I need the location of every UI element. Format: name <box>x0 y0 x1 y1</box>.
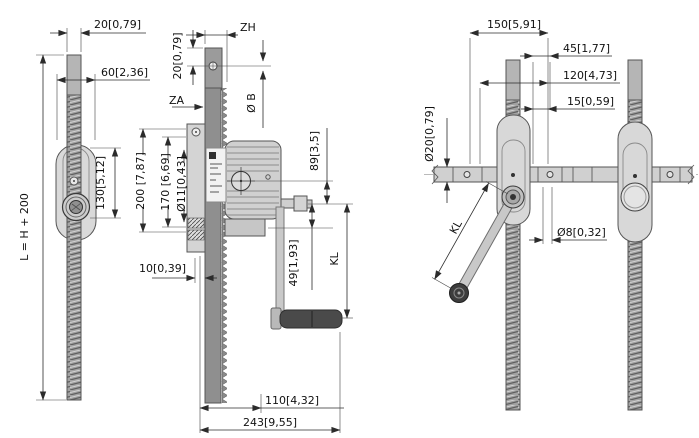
back-plate-hole-center <box>195 131 197 133</box>
dim-label-total-depth: 243[9,55] <box>243 416 297 429</box>
dim-total-depth: 243[9,55] <box>199 332 341 434</box>
nameplate-logo-mark <box>209 152 216 159</box>
dim-label-hole-offset: 20[0,79] <box>171 32 184 79</box>
dim-plate-width: 60[2,36] <box>56 66 150 140</box>
dim-label-offset-45: 45[1,77] <box>563 42 610 55</box>
center-view-side: ZH 20[0,79] ZA Ø B <box>134 21 353 434</box>
right-rod1-plain <box>505 59 521 101</box>
dim-label-offset-120: 120[4,73] <box>563 69 617 82</box>
dim-depth-to-rack: 110[4,32] <box>199 256 344 433</box>
rack-top-hole-cross <box>209 62 217 70</box>
dim-slot-length: 130[5,12] <box>90 147 121 219</box>
dim-crank-offset: 49[1,93] <box>287 203 316 290</box>
tube-break-left <box>431 164 439 185</box>
plate-section-hatch-1 <box>187 217 205 229</box>
plate1-tube-bolt <box>511 173 515 177</box>
dim-total-length: L = H + 200 <box>18 54 66 401</box>
dim-plate-height: 200 [7,87] <box>134 128 186 233</box>
housing-lower-block <box>224 218 266 237</box>
dim-label-crank-offset: 49[1,93] <box>287 239 300 286</box>
dim-label-slot-length: 130[5,12] <box>94 156 107 210</box>
dim-mount-hole-dia: Ø11[0,43] <box>175 149 188 223</box>
dim-label-hole-dia: Ø B <box>245 93 258 113</box>
dim-plate-offset: 10[0,39] <box>139 258 217 283</box>
dim-hole-offset: 20[0,79] <box>171 30 208 85</box>
left-view-front: L = H + 200 20[0,79] 60[2,36] <box>18 18 150 401</box>
plate-section-hatch-2 <box>187 229 205 241</box>
right-plate1-slot <box>501 139 526 213</box>
dim-label-mount-hole-dia: Ø11[0,43] <box>175 156 188 212</box>
right-plate2 <box>617 121 653 243</box>
dim-crank-length-side: KL <box>328 203 353 319</box>
left-rod-threaded <box>66 94 82 401</box>
plate2-pivot-hole-inner <box>623 185 647 209</box>
dim-label-axis-distance: 89[3,5] <box>308 131 321 171</box>
dim-offset-45: 45[1,77] <box>520 42 612 60</box>
crank-knob-center <box>457 291 461 295</box>
dim-label-pin-dia: Ø8[0,32] <box>557 226 606 239</box>
rack-bar <box>204 87 222 404</box>
crank-pivot-center <box>510 194 516 200</box>
dim-label-kl-front: KL <box>447 218 465 237</box>
right-view-assembly: KL 150[5,91] 45[1,77] 120[4,73] 15[0,59] <box>423 18 698 411</box>
dim-tube-dia: Ø20[0,79] <box>423 106 451 203</box>
nameplate-text-lines <box>210 163 222 193</box>
label-rack-za: ZA <box>169 94 204 111</box>
crank-arm-side <box>275 206 285 312</box>
plate2-pivot-hole <box>620 182 650 212</box>
dim-label-kl-side: KL <box>328 251 341 265</box>
tube-clamp-ticks <box>452 167 681 182</box>
dim-label-plate-height: 200 [7,87] <box>134 152 147 210</box>
cross-tube <box>433 166 693 183</box>
dim-pin-dia: Ø8[0,32] <box>529 187 607 244</box>
dim-label-rod-width: 20[0,79] <box>94 18 141 31</box>
dim-label-post-spacing: 150[5,91] <box>487 18 541 31</box>
housing-nameplate <box>205 147 227 203</box>
crank-shaft-collar <box>293 195 308 212</box>
right-rod2-plain <box>627 59 643 101</box>
dim-label-offset-15: 15[0,59] <box>567 95 614 108</box>
dim-label-tube-dia: Ø20[0,79] <box>423 106 436 162</box>
crank-knob-ring <box>453 287 465 299</box>
plate2-tube-bolt <box>633 174 637 178</box>
dim-label-za: ZA <box>169 94 185 107</box>
dim-offset-120: 120[4,73] <box>479 69 620 87</box>
dim-label-depth-to-rack: 110[4,32] <box>265 394 319 407</box>
housing-cooling-ribs <box>227 146 279 216</box>
dim-hole-dia-b: Ø B <box>217 40 271 128</box>
dim-label-slot-spacing: 170 [6,69] <box>159 153 172 211</box>
left-bearing <box>61 192 91 222</box>
housing-bolt <box>265 174 271 180</box>
rack-teeth <box>221 88 227 403</box>
right-extension-lines <box>469 38 551 164</box>
tube-bolts <box>463 171 674 178</box>
dim-slot-spacing: 170 [6,69] <box>159 136 186 228</box>
tube-break-right <box>687 164 695 185</box>
left-plate-small-hole-center <box>73 180 75 182</box>
dim-label-plate-offset: 10[0,39] <box>139 262 186 275</box>
dim-post-spacing: 150[5,91] <box>469 18 549 37</box>
left-rod-plain <box>66 54 82 96</box>
dim-label-total-length: L = H + 200 <box>18 193 31 261</box>
dim-label-tooth-depth: ZH <box>240 21 256 34</box>
dim-offset-15: 15[0,59] <box>521 95 615 113</box>
dim-tooth-depth: ZH <box>186 21 256 82</box>
dim-axis-distance: 89[3,5] <box>308 128 331 205</box>
dim-label-plate-width: 60[2,36] <box>101 66 148 79</box>
pinion-axis-center <box>239 179 243 183</box>
dim-rod-width: 20[0,79] <box>50 18 146 52</box>
crank-handle-grip <box>279 309 343 329</box>
